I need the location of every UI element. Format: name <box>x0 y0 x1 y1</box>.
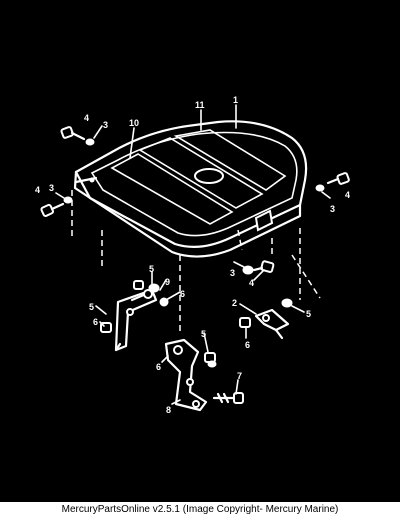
callout-labels: 1 11 10 4 3 4 3 4 3 3 4 5 9 6 5 6 2 5 6 … <box>35 95 350 415</box>
screw-right <box>315 172 350 192</box>
copyright-caption: MercuryPartsOnline v2.5.1 (Image Copyrig… <box>61 504 339 515</box>
callout-5-right: 5 <box>306 309 311 319</box>
callout-4-lower: 4 <box>249 278 254 288</box>
callout-3-right: 3 <box>330 204 335 214</box>
rear-bracket <box>74 176 98 184</box>
cover-top <box>73 120 308 258</box>
callout-5-left-top: 5 <box>149 264 154 274</box>
callout-3-upper-left: 3 <box>103 120 108 130</box>
callout-4-right: 4 <box>345 190 350 200</box>
cover-rib-2 <box>138 137 264 209</box>
leader-lines <box>55 104 331 405</box>
screw-left <box>40 196 73 217</box>
callout-7: 7 <box>237 371 242 381</box>
center-bracket-fasteners <box>204 352 217 368</box>
left-bracket-fasteners <box>100 280 169 333</box>
center-lower-bracket <box>164 338 208 412</box>
cover-rib-1 <box>110 153 234 225</box>
left-mounting-bracket <box>114 288 158 352</box>
callout-5-left: 5 <box>89 302 94 312</box>
parts-diagram: 1 11 10 4 3 4 3 4 3 3 4 5 9 6 5 6 2 5 6 … <box>0 0 400 502</box>
screw-lower-right <box>242 260 275 275</box>
screw-upper-left <box>60 126 95 146</box>
callout-6-left-top: 6 <box>180 289 185 299</box>
cover-inner-rim <box>90 131 298 237</box>
cover-outline <box>74 120 308 249</box>
callout-5-center: 5 <box>201 329 206 339</box>
alignment-lines <box>71 190 321 335</box>
callout-8: 8 <box>166 405 171 415</box>
callout-4-upper-left: 4 <box>84 113 89 123</box>
callout-9: 9 <box>165 277 170 287</box>
callout-6-right: 6 <box>245 340 250 350</box>
callout-11: 11 <box>195 100 205 110</box>
cover-rib-3 <box>173 129 287 191</box>
callout-10: 10 <box>129 118 139 128</box>
callout-3-lower: 3 <box>230 268 235 278</box>
callout-1: 1 <box>233 95 238 105</box>
callout-2: 2 <box>232 298 237 308</box>
callout-6-left: 6 <box>93 317 98 327</box>
right-clip <box>239 298 293 340</box>
callout-6-center: 6 <box>156 362 161 372</box>
cover-side-window <box>254 209 274 232</box>
cover-skirt <box>73 170 302 258</box>
cover-center-hole <box>194 168 224 184</box>
callout-4-left: 4 <box>35 185 40 195</box>
exploded-view-drawing: 1 11 10 4 3 4 3 4 3 3 4 5 9 6 5 6 2 5 6 … <box>35 95 350 415</box>
bolt <box>212 392 244 404</box>
callout-3-left: 3 <box>49 183 54 193</box>
